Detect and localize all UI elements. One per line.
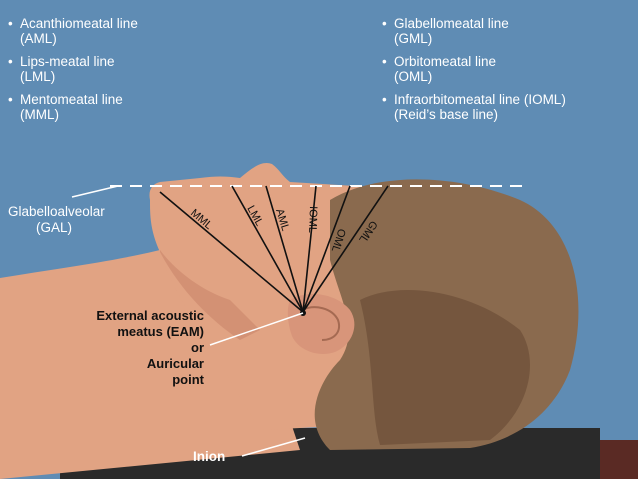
legend-left: • Acanthiomeatal line (AML) • Lips-meata…	[8, 16, 228, 130]
gal-label-line1: Glabelloalveolar	[8, 204, 105, 219]
eam-label-line2: meatus (EAM)	[117, 324, 204, 339]
bullet: •	[382, 92, 387, 107]
inion-pointer	[241, 437, 306, 457]
legend-abbr: (AML)	[20, 31, 57, 46]
legend-right: • Glabellomeatal line (GML) • Orbitomeat…	[382, 16, 632, 130]
ray-label-ioml: IOML	[306, 206, 319, 233]
legend-abbr: (GML)	[394, 31, 433, 46]
ray-lml	[231, 185, 304, 313]
legend-name: Acanthiomeatal line	[20, 16, 138, 31]
eam-label-line3: Auricular	[147, 356, 204, 371]
legend-item-oml: • Orbitomeatal line (OML)	[382, 54, 632, 84]
ray-gml	[302, 185, 389, 313]
jaw-shadow	[160, 250, 260, 340]
legend-name: Lips-meatal line	[20, 54, 115, 69]
legend-item-gml: • Glabellomeatal line (GML)	[382, 16, 632, 46]
ray-mml	[159, 191, 304, 313]
table-edge	[600, 440, 638, 479]
bullet: •	[8, 54, 13, 69]
eam-label-line4: point	[172, 372, 204, 387]
legend-name: Orbitomeatal line	[394, 54, 497, 69]
legend-abbr: (OML)	[394, 69, 433, 84]
legend-abbr: (Reid’s base line)	[394, 107, 499, 122]
legend-item-ioml: • Infraorbitomeatal line (IOML) (Reid’s …	[382, 92, 632, 122]
inion-label: Inion	[193, 449, 225, 464]
legend-name: Mentomeatal line	[20, 92, 123, 107]
bullet: •	[382, 54, 387, 69]
gal-pointer	[71, 185, 119, 198]
bullet: •	[382, 16, 387, 31]
bullet: •	[8, 92, 13, 107]
ray-ioml	[302, 185, 317, 313]
legend-name: Glabellomeatal line	[394, 16, 509, 31]
legend-item-mml: • Mentomeatal line (MML)	[8, 92, 228, 122]
legend-item-aml: • Acanthiomeatal line (AML)	[8, 16, 228, 46]
baseline-rays	[159, 185, 389, 313]
eam-label-or: or	[191, 340, 204, 355]
ray-oml	[302, 185, 351, 313]
eam-pointer	[209, 312, 304, 346]
eam-label-line1: External acoustic	[96, 308, 204, 323]
ray-aml	[265, 185, 304, 313]
hair-shadow	[360, 290, 530, 445]
gal-label-line2: (GAL)	[36, 220, 72, 235]
bullet: •	[8, 16, 13, 31]
ear-inner	[301, 306, 340, 341]
legend-abbr: (MML)	[20, 107, 59, 122]
legend-item-lml: • Lips-meatal line (LML)	[8, 54, 228, 84]
legend-name: Infraorbitomeatal line (IOML)	[394, 92, 566, 107]
legend-abbr: (LML)	[20, 69, 56, 84]
